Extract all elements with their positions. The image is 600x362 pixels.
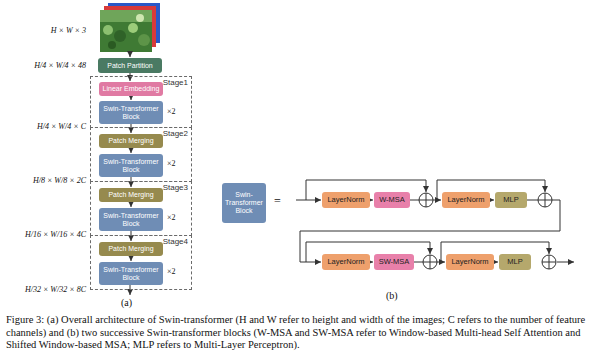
flow-arrow	[131, 256, 132, 261]
mlp-box: MLP	[499, 254, 531, 270]
flow-arrow	[130, 73, 131, 81]
flow-arrow	[494, 262, 498, 263]
flow-arrow	[370, 262, 373, 263]
stage-band: Stage4Patch MergingSwin-Transformer Bloc…	[90, 235, 192, 290]
panel-label: (b)	[386, 290, 398, 301]
flow-arrow	[131, 148, 132, 153]
box-label: Swin-Transformer Block	[101, 266, 161, 281]
box-label: LayerNorm	[327, 196, 364, 204]
layernorm-box: LayerNorm	[446, 254, 494, 270]
box-label: Patch Partition	[107, 62, 153, 70]
repeat-count: ×2	[167, 107, 176, 116]
box-label: Linear Embedding	[103, 85, 160, 93]
panel-label: (a)	[121, 297, 132, 308]
attention-box: SW-MSA	[374, 254, 414, 270]
box-label: Patch Merging	[108, 245, 153, 253]
figure-caption: Figure 3: (a) Overall architecture of Sw…	[6, 314, 594, 352]
layernorm-box: LayerNorm	[322, 254, 370, 270]
dimension-label: H/16 × W/16 × 4C	[0, 230, 86, 239]
box-label: Patch Merging	[108, 137, 153, 145]
stage-band: Stage1Linear EmbeddingSwin-Transformer B…	[90, 76, 192, 128]
dimension-label: H × W × 3	[0, 26, 86, 35]
box-label: W-MSA	[379, 196, 405, 204]
box-label: MLP	[507, 258, 522, 266]
merging-box: Patch Merging	[99, 134, 163, 148]
flow-arrow	[131, 177, 132, 187]
block-box: Swin-Transformer Block	[99, 101, 163, 124]
flow-arrow	[131, 202, 132, 207]
flow-arrow	[131, 124, 132, 133]
box-label: MLP	[503, 196, 518, 204]
output-arrow	[130, 285, 131, 295]
dimension-label: H/8 × W/8 × 2C	[0, 176, 86, 185]
box-label: Swin-Transformer Block	[224, 191, 264, 214]
stage-band: Stage3Patch MergingSwin-Transformer Bloc…	[90, 181, 192, 236]
box-label: LayerNorm	[451, 258, 488, 266]
mlp-box: MLP	[495, 192, 527, 208]
block-box: Swin-Transformer Block	[222, 183, 266, 223]
output-arrow	[557, 262, 574, 263]
input-arrow	[296, 200, 321, 201]
box-label: SW-MSA	[379, 258, 410, 266]
dimension-label: H/4 × W/4 × C	[0, 122, 86, 131]
equals-sign: =	[274, 194, 281, 209]
repeat-count: ×2	[167, 159, 176, 168]
box-label: Swin-Transformer Block	[101, 105, 161, 120]
flow-arrow	[370, 200, 373, 201]
input-image	[100, 3, 160, 52]
repeat-count: ×2	[167, 267, 176, 276]
flow-arrow	[131, 231, 132, 241]
layernorm-box: LayerNorm	[322, 192, 370, 208]
layernorm-box: LayerNorm	[442, 192, 490, 208]
box-label: Swin-Transformer Block	[101, 158, 161, 173]
block-box: Swin-Transformer Block	[99, 262, 163, 285]
box-label: LayerNorm	[447, 196, 484, 204]
embedding-box: Linear Embedding	[99, 82, 163, 96]
attention-box: W-MSA	[374, 192, 410, 208]
flow-arrow	[300, 200, 560, 262]
repeat-count: ×2	[167, 213, 176, 222]
stage-band: Stage2Patch MergingSwin-Transformer Bloc…	[90, 127, 192, 182]
box-label: LayerNorm	[327, 258, 364, 266]
box-label: Patch Merging	[108, 191, 153, 199]
merging-box: Patch Merging	[99, 188, 163, 202]
input-arrow	[130, 52, 131, 57]
flow-arrow	[490, 200, 494, 201]
box-label: Swin-Transformer Block	[101, 212, 161, 227]
dimension-label: H/4 × W/4 × 48	[0, 61, 86, 70]
block-box: Swin-Transformer Block	[99, 154, 163, 177]
merging-box: Patch Merging	[99, 242, 163, 256]
partition-box: Patch Partition	[98, 58, 162, 73]
flow-arrow	[131, 96, 132, 100]
block-box: Swin-Transformer Block	[99, 208, 163, 231]
dimension-label: H/32 × W/32 × 8C	[0, 285, 86, 294]
add-symbol	[419, 193, 556, 269]
